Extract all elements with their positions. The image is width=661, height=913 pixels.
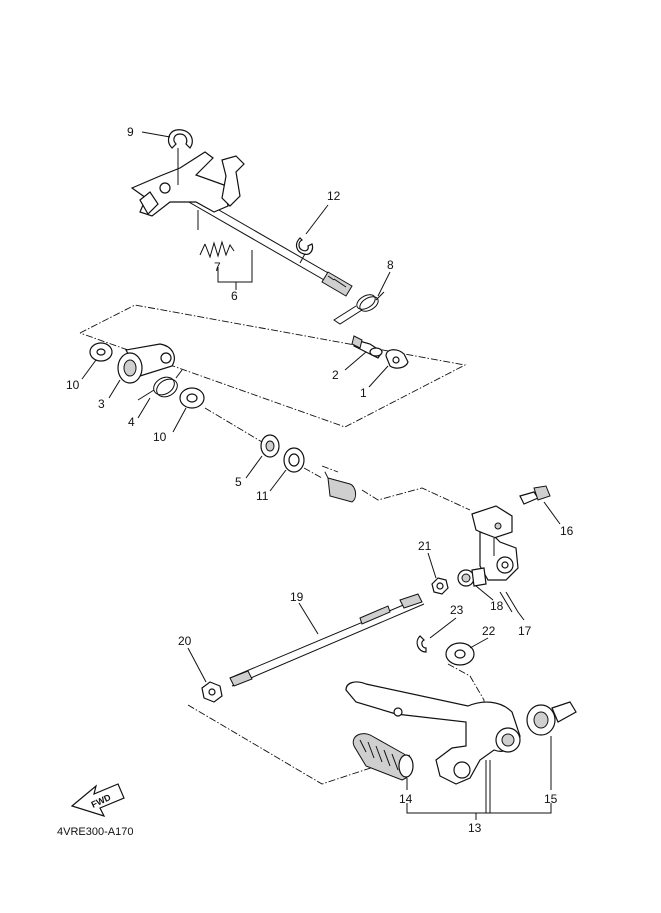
shift-rod-19 bbox=[229, 593, 425, 687]
callout-18: 18 bbox=[490, 599, 504, 613]
callout-2: 2 bbox=[332, 368, 339, 382]
callout-19: 19 bbox=[290, 590, 304, 604]
callout-10a: 10 bbox=[66, 378, 80, 392]
washer-10b bbox=[179, 387, 205, 409]
callout-11: 11 bbox=[256, 489, 269, 503]
callout-23: 23 bbox=[450, 603, 464, 617]
pedal-rubber-14 bbox=[352, 733, 414, 781]
callout-3: 3 bbox=[98, 397, 105, 411]
bracket-6-7 bbox=[217, 250, 253, 283]
callout-9: 9 bbox=[127, 125, 134, 139]
shift-shaft bbox=[130, 151, 353, 297]
shaft-spline bbox=[321, 271, 353, 297]
callout-21: 21 bbox=[418, 539, 432, 553]
fwd-arrow-icon: FWD bbox=[70, 783, 125, 817]
callout-5: 5 bbox=[235, 475, 242, 489]
callout-labels: 1 2 3 4 5 6 7 8 9 10 10 11 12 13 14 15 1… bbox=[66, 125, 574, 835]
leader-lines bbox=[81, 131, 561, 820]
callout-10b: 10 bbox=[153, 430, 167, 444]
callout-17: 17 bbox=[518, 624, 532, 638]
callout-8: 8 bbox=[387, 258, 394, 272]
circlip-12 bbox=[295, 237, 314, 255]
callout-6: 6 bbox=[231, 289, 238, 303]
callout-22: 22 bbox=[482, 624, 496, 638]
callout-4: 4 bbox=[128, 415, 135, 429]
washer-10a bbox=[89, 342, 113, 362]
joint-15 bbox=[526, 701, 577, 736]
bolt-2 bbox=[351, 335, 383, 359]
torsion-spring-8 bbox=[333, 291, 385, 325]
washer-11 bbox=[283, 447, 305, 473]
callout-12: 12 bbox=[327, 189, 341, 203]
callout-15: 15 bbox=[544, 792, 558, 806]
callout-7: 7 bbox=[214, 260, 221, 274]
ball-joint-18 bbox=[457, 567, 487, 587]
circlip-9 bbox=[167, 129, 193, 149]
callout-13: 13 bbox=[468, 821, 482, 835]
spring-4 bbox=[137, 369, 183, 401]
shift-pedal-13 bbox=[345, 681, 521, 785]
group-outline-upper bbox=[79, 304, 467, 428]
callout-16: 16 bbox=[560, 524, 574, 538]
bolt-16 bbox=[519, 485, 551, 505]
collar-5 bbox=[260, 434, 280, 458]
callout-20: 20 bbox=[178, 634, 192, 648]
shift-lever-17 bbox=[471, 505, 519, 581]
washer-22 bbox=[445, 642, 475, 666]
reference-code: 4VRE300-A170 bbox=[57, 826, 133, 838]
nut-20 bbox=[201, 681, 223, 703]
callout-1: 1 bbox=[360, 386, 367, 400]
nut-21 bbox=[431, 577, 449, 595]
shift-arm-3 bbox=[117, 343, 175, 384]
circlip-23 bbox=[416, 635, 427, 653]
shaft-hint bbox=[303, 465, 471, 511]
spring-7 bbox=[199, 240, 235, 259]
callout-14: 14 bbox=[399, 792, 413, 806]
plate-1 bbox=[385, 349, 409, 369]
